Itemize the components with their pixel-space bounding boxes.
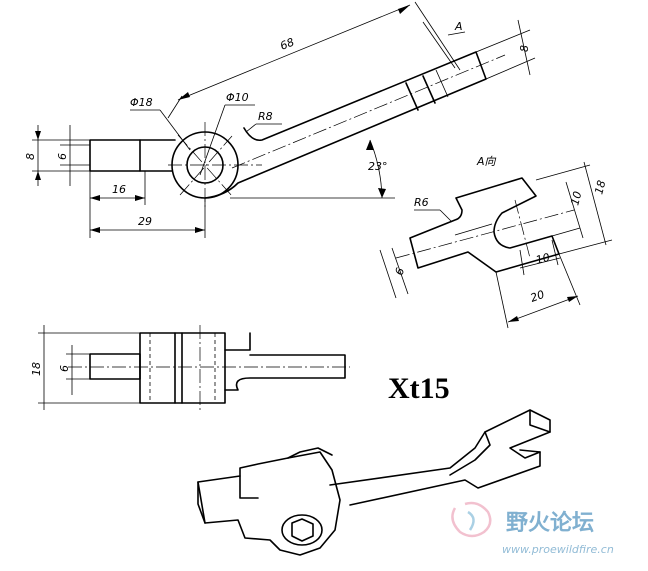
dim-dia-18: Φ18 — [130, 96, 153, 109]
front-arm — [224, 332, 346, 391]
butterfly-logo-icon — [451, 501, 492, 538]
isometric-view — [197, 409, 551, 556]
dim-18-right: 18 — [592, 179, 608, 196]
dim-angle: 23° — [368, 160, 388, 173]
dim-r8: R8 — [258, 110, 273, 123]
dim-10-right: 10 — [568, 190, 584, 207]
dim-8-top: 8 — [518, 45, 531, 52]
iso-hub-face — [281, 514, 323, 546]
watermark-url: www.proewildfire.cn — [502, 543, 614, 556]
dim-r6: R6 — [414, 196, 429, 209]
dim-10-bottom: 10 — [534, 251, 551, 267]
dim-6-right: 6 — [393, 266, 408, 277]
dim-68: 68 — [278, 35, 296, 52]
view-a-label: A向 — [476, 155, 497, 168]
iso-arm — [329, 409, 551, 506]
dim-20: 20 — [529, 288, 547, 305]
iso-body — [197, 451, 341, 556]
view-a — [379, 161, 613, 329]
dim-18-front: 18 — [30, 362, 43, 376]
view-a-outline — [409, 177, 560, 273]
dim-16: 16 — [112, 183, 126, 196]
top-shank — [89, 139, 141, 172]
front-view — [38, 325, 350, 412]
front-shank — [89, 353, 141, 380]
dim-6-front: 6 — [58, 365, 71, 372]
top-view — [32, 1, 536, 238]
part-title: Xt15 — [388, 372, 450, 405]
section-a-label: A — [454, 20, 463, 33]
dim-8-left: 8 — [24, 153, 37, 160]
arm-outline — [204, 51, 487, 199]
watermark-brand: 野火论坛 — [506, 510, 594, 536]
dim-6-left: 6 — [56, 153, 69, 160]
dim-dia-10: Φ10 — [226, 91, 249, 104]
iso-hex-hole — [291, 518, 314, 542]
dim-29: 29 — [138, 215, 152, 228]
watermark: 野火论坛 www.proewildfire.cn — [451, 501, 614, 556]
